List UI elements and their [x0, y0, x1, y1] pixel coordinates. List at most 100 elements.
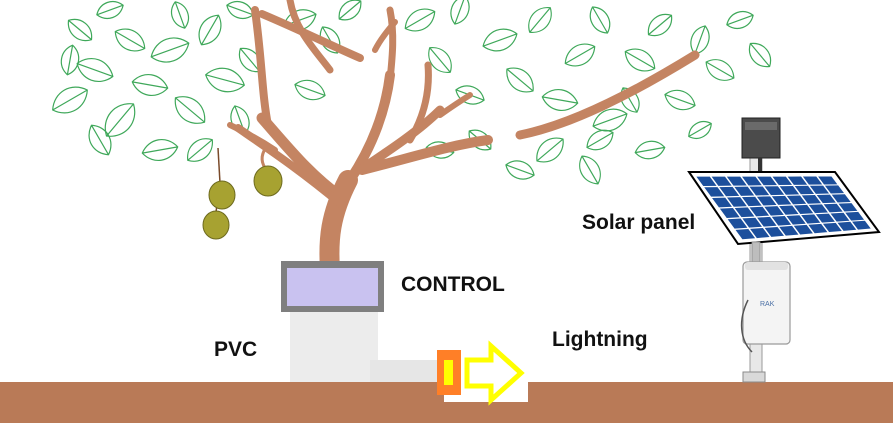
leaf-outline [506, 67, 534, 93]
solar-cell [831, 194, 851, 203]
solar-cell [719, 186, 740, 197]
solar-cell [726, 176, 747, 186]
solar-cell [704, 187, 725, 197]
tree-branches [227, 0, 700, 280]
solar-cell [808, 223, 828, 234]
leaf-outline [664, 89, 696, 111]
solar-cell [727, 218, 748, 229]
leaf-outline [96, 1, 124, 19]
solar-cell [749, 206, 770, 217]
leaf-outline [205, 67, 245, 93]
solar-cell [772, 176, 793, 186]
branch-left-up [251, 6, 272, 129]
sensor-cable [740, 299, 753, 353]
solar-cell [757, 216, 777, 227]
leaf-outline [67, 18, 93, 42]
leaf-outline [748, 42, 772, 68]
leaf-outline [52, 86, 88, 114]
leaf-outline [141, 139, 179, 161]
solar-cell [742, 176, 762, 186]
leaf-outline [404, 8, 436, 32]
control-screen [287, 268, 378, 306]
solar-cell [764, 206, 784, 216]
solar-cell [837, 221, 857, 231]
leaf-outline [564, 43, 596, 67]
solar-cell [696, 176, 717, 187]
solar-cell [749, 186, 770, 196]
solar-cell [756, 196, 777, 206]
leaf-outline [198, 14, 222, 46]
leaf-outline [541, 89, 579, 111]
pvc-pipe [290, 305, 450, 383]
leaf-outline [634, 140, 666, 160]
solar-cell [845, 211, 865, 221]
solar-cell [742, 217, 762, 228]
fruit-right [253, 165, 283, 197]
solar-cell [830, 212, 850, 222]
right-arrow-icon [464, 340, 525, 406]
solar-cell [823, 203, 843, 213]
branch-right-up2 [406, 61, 432, 144]
leaf-outline [647, 13, 673, 37]
control-label: CONTROL [401, 273, 505, 296]
solar-cell [779, 205, 799, 215]
leaf-outline [589, 6, 611, 34]
solar-cell [750, 227, 770, 239]
solar-cell [786, 195, 807, 205]
solar-cell [734, 186, 755, 196]
solar-cell [712, 197, 732, 208]
pole-base [742, 371, 766, 383]
solar-cell [779, 225, 799, 236]
solar-cell [802, 176, 823, 185]
solar-cell [838, 203, 858, 212]
leaf-outline [131, 74, 169, 96]
leaf-outline [114, 28, 146, 52]
solar-cell [764, 186, 785, 196]
solar-cell [771, 216, 792, 226]
branch-top [258, 10, 364, 62]
leaf-outline [528, 7, 552, 33]
leaf-outline [187, 138, 213, 162]
lightning-label: Lightning [552, 328, 648, 351]
branch-right-long [357, 135, 493, 175]
leaf-outline [579, 155, 601, 185]
solar-cell [793, 224, 813, 235]
solar-cell [741, 196, 762, 207]
leaf-outline [171, 1, 189, 29]
pvc-horizontal [370, 360, 450, 383]
tree-fruits [202, 147, 283, 240]
solar-cell [801, 214, 821, 224]
solar-cell [801, 195, 822, 204]
leaf-outline [88, 124, 112, 156]
fruit-upper-left [208, 180, 236, 210]
branch-mid-top2 [372, 19, 398, 53]
leaf-outline [226, 1, 254, 19]
leaf-outline [624, 48, 656, 72]
branch-far-right [515, 50, 700, 140]
solar-cell [771, 195, 792, 205]
panel-bracket [751, 241, 761, 263]
branch-right-fork [437, 92, 473, 118]
solar-cell [726, 197, 747, 207]
solar-cell [816, 194, 836, 204]
tree-canopy [52, 0, 772, 185]
solar-cell [822, 222, 842, 233]
solar-cell [809, 185, 830, 194]
lightning-box-inner [444, 360, 453, 385]
control-box [281, 261, 384, 312]
lightning-sensor [437, 340, 525, 406]
solar-cell [757, 176, 777, 186]
leaf-outline [150, 37, 190, 63]
leaf-outline [294, 79, 326, 101]
solar-cell [711, 176, 732, 186]
solar-cell [808, 204, 828, 214]
solar-panel-cells [696, 176, 871, 240]
solar-cell [794, 185, 815, 195]
branch-top-v [286, 0, 334, 74]
leaf-outline [726, 11, 754, 29]
leaf-outline [338, 0, 362, 21]
leaf-outline [505, 160, 535, 180]
branch-mid-top [386, 6, 397, 84]
leaf-outline [76, 58, 114, 82]
